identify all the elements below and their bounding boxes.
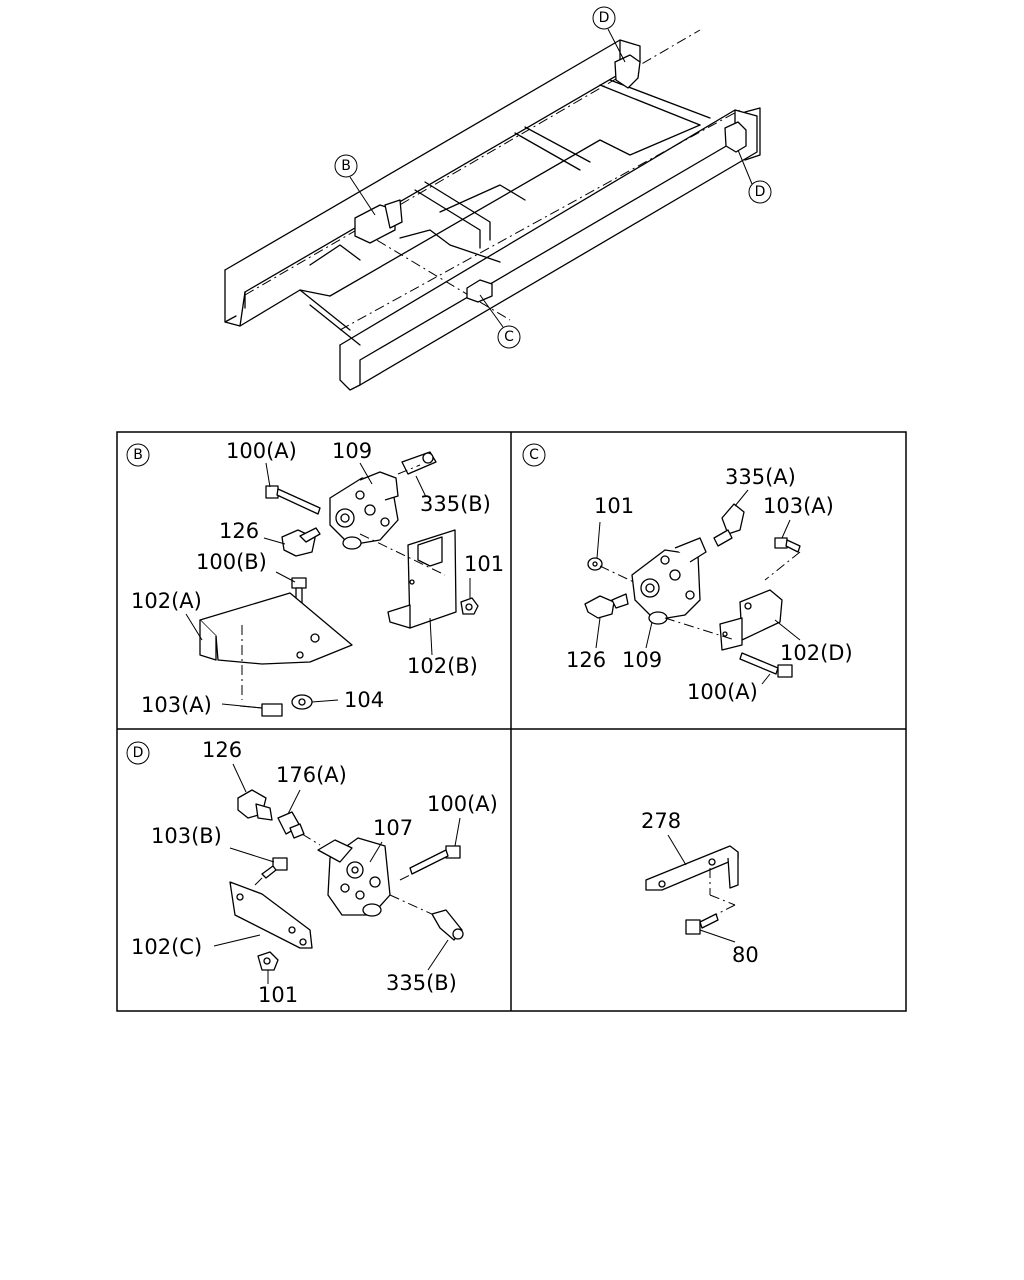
label-101-b: 101: [464, 552, 504, 576]
label-103a-c: 103(A): [763, 494, 834, 518]
label-102d: 102(D): [780, 641, 853, 665]
label-335b-b: 335(B): [420, 492, 491, 516]
valve-109-c: [631, 537, 707, 625]
panel-d: D: [126, 738, 498, 1007]
panel-c-letter: C: [522, 443, 546, 467]
label-278: 278: [641, 809, 681, 833]
bracket-102d: [719, 589, 783, 651]
panel-b: B: [126, 439, 504, 717]
panel-c: C: [522, 443, 853, 704]
label-109-b: 109: [332, 439, 372, 463]
fitting-335b-d: [431, 909, 464, 941]
label-101-d: 101: [258, 983, 298, 1007]
bracket-278: [645, 845, 739, 891]
bolt-100a-d: [409, 845, 461, 875]
bolt-103a-c: [774, 537, 801, 553]
callout-d-right-frame: D: [737, 149, 772, 204]
elbow-126-c: [584, 593, 629, 619]
label-126-c: 126: [566, 648, 606, 672]
label-100b-b: 100(B): [196, 550, 267, 574]
bolt-80: [685, 913, 719, 935]
nut-104-b: [291, 694, 313, 710]
bracket-102b: [387, 529, 457, 629]
label-100a-b: 100(A): [226, 439, 297, 463]
svg-text:C: C: [529, 447, 539, 463]
panel-b-letter: B: [126, 443, 150, 467]
label-107-d: 107: [373, 816, 413, 840]
svg-text:B: B: [133, 447, 143, 463]
label-103a-b: 103(A): [141, 693, 212, 717]
detail-grid: [116, 431, 907, 1012]
nut-101-b: [460, 597, 479, 615]
callout-d-right-text: D: [755, 184, 766, 200]
label-102c: 102(C): [131, 935, 202, 959]
label-100a-c: 100(A): [687, 680, 758, 704]
label-101-c: 101: [594, 494, 634, 518]
fitting-176a-d: [277, 811, 305, 839]
valve-107-d: [317, 837, 391, 917]
elbow-126-b: [281, 527, 321, 557]
elbow-335a-c: [713, 503, 745, 547]
chassis-frame-illustration: [224, 29, 761, 391]
label-126-d: 126: [202, 738, 242, 762]
washer-101-c: [587, 557, 603, 571]
bolt-103b-d: [261, 857, 288, 879]
label-102a: 102(A): [131, 589, 202, 613]
label-103b-d: 103(B): [151, 824, 222, 848]
callout-b-frame-text: B: [341, 158, 351, 174]
bracket-102a: [199, 592, 353, 665]
nut-101-d: [257, 951, 279, 971]
panel-e: 278 80: [641, 809, 759, 967]
bracket-102c: [229, 881, 313, 949]
label-104-b: 104: [344, 688, 384, 712]
callout-b-frame: B: [334, 154, 376, 216]
label-109-c: 109: [622, 648, 662, 672]
elbow-126-d: [237, 789, 273, 821]
label-126-b: 126: [219, 519, 259, 543]
label-80: 80: [732, 943, 759, 967]
label-335a-c: 335(A): [725, 465, 796, 489]
callout-d-top-text: D: [599, 10, 610, 26]
fitting-335b-b: [401, 451, 437, 475]
callout-c-frame-text: C: [504, 329, 514, 345]
callout-d-top-frame: D: [592, 6, 626, 63]
bolt-100a-b: [265, 485, 321, 515]
bolt-103a-b: [239, 703, 283, 717]
svg-text:D: D: [133, 745, 144, 761]
label-100a-d: 100(A): [427, 792, 498, 816]
valve-109-b: [329, 471, 399, 550]
bolt-100a-c: [739, 652, 793, 678]
panel-d-letter: D: [126, 741, 150, 765]
callout-c-frame: C: [479, 294, 521, 349]
label-102b: 102(B): [407, 654, 478, 678]
label-335b-d: 335(B): [386, 971, 457, 995]
label-176a-d: 176(A): [276, 763, 347, 787]
